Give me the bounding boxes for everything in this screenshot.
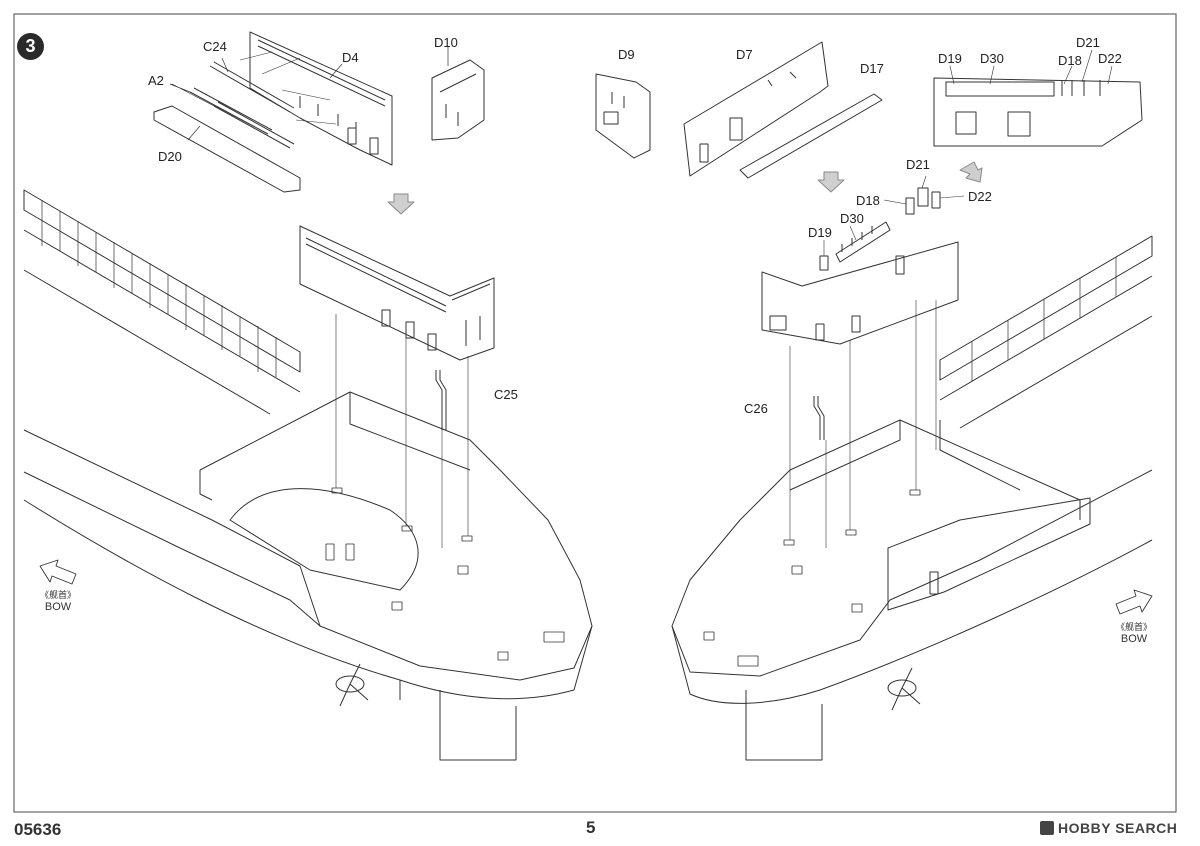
left-propeller <box>335 663 369 707</box>
page-number: 5 <box>586 818 596 837</box>
part-d7 <box>683 41 829 177</box>
part-d20 <box>153 105 301 193</box>
bow-label-right: 《舰首》 BOW <box>1106 622 1162 647</box>
label-d17: D17 <box>860 61 884 76</box>
left-deck <box>23 391 593 681</box>
arrow-down-left <box>387 193 415 215</box>
label-c26: C26 <box>744 401 768 416</box>
part-d4 <box>249 31 393 166</box>
label-inset-d30: D30 <box>980 51 1004 66</box>
watermark-text: HOBBY SEARCH <box>1058 820 1178 836</box>
label-d21: D21 <box>906 157 930 172</box>
hull-superstructure-d4 <box>299 225 495 361</box>
label-d9: D9 <box>618 47 635 62</box>
part-d10 <box>431 59 485 141</box>
left-hull-side <box>23 499 593 700</box>
arrow-indicators <box>387 161 983 215</box>
bow-label-right-zh: 《舰首》 <box>1115 622 1152 632</box>
part-d17 <box>739 93 883 179</box>
right-hull <box>671 235 1153 761</box>
part-a2-upper <box>189 87 273 135</box>
step-number-badge: 3 <box>17 33 44 60</box>
right-guide-lines <box>789 300 937 548</box>
right-deckhouse <box>887 497 1091 611</box>
left-parts-group <box>153 31 485 193</box>
right-hull-side <box>671 539 1153 704</box>
right-parts-group <box>595 41 1143 271</box>
part-d21 <box>917 187 929 207</box>
inset-assembly <box>933 77 1143 147</box>
part-d30 <box>835 221 891 263</box>
page-frame <box>13 13 1177 813</box>
label-c24: C24 <box>203 39 227 54</box>
right-propeller <box>887 667 921 711</box>
bow-label-left-en: BOW <box>44 601 72 614</box>
left-hull <box>23 189 593 761</box>
label-inset-d19: D19 <box>938 51 962 66</box>
label-c25: C25 <box>494 387 518 402</box>
left-bulwark <box>23 189 301 415</box>
left-assembly-leaders <box>169 46 449 141</box>
label-d7: D7 <box>736 47 753 62</box>
label-d20: D20 <box>158 149 182 164</box>
part-c26 <box>813 396 825 440</box>
label-a2: A2 <box>148 73 164 88</box>
part-c25 <box>435 370 447 430</box>
arrow-down-right <box>817 171 845 193</box>
watermark: HOBBY SEARCH <box>1040 820 1177 836</box>
label-inset-d22: D22 <box>1098 51 1122 66</box>
d4-vents <box>257 39 386 107</box>
label-d30: D30 <box>840 211 864 226</box>
arrow-up-right <box>959 161 983 183</box>
label-d18: D18 <box>856 193 880 208</box>
left-guide-lines <box>335 314 469 548</box>
label-d19: D19 <box>808 225 832 240</box>
part-a2-lower <box>213 101 295 149</box>
label-d22: D22 <box>968 189 992 204</box>
label-inset-d18: D18 <box>1058 53 1082 68</box>
part-d18 <box>905 197 915 215</box>
part-d22 <box>931 191 941 209</box>
bow-arrow-left <box>39 559 77 585</box>
part-d9 <box>595 73 651 159</box>
bow-label-right-en: BOW <box>1120 633 1148 646</box>
watermark-logo-icon <box>1040 821 1054 835</box>
right-bulwark <box>939 235 1153 429</box>
label-inset-d21: D21 <box>1076 35 1100 50</box>
label-d4: D4 <box>342 50 359 65</box>
inset-railing <box>945 81 1055 97</box>
bow-label-left-zh: 《舰首》 <box>39 590 76 600</box>
hull-superstructure-d7 <box>761 241 959 345</box>
kit-code: 05636 <box>14 820 62 839</box>
bow-arrow-right <box>1115 589 1153 615</box>
part-d19 <box>819 255 829 271</box>
bow-label-left: 《舰首》 BOW <box>30 590 86 615</box>
label-d10: D10 <box>434 35 458 50</box>
right-deck <box>671 419 1153 677</box>
